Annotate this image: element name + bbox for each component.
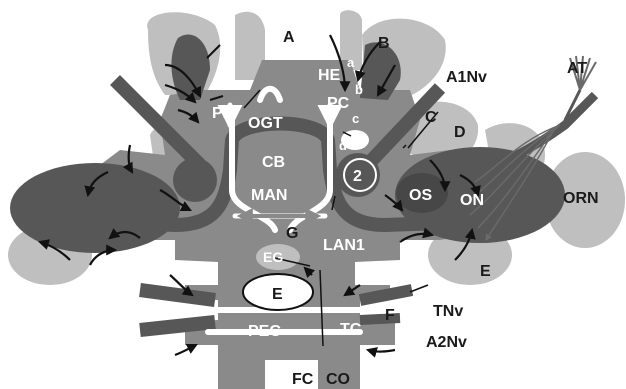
label-pb: PB xyxy=(212,105,234,122)
label-g: G xyxy=(286,225,298,242)
label-e-right: E xyxy=(480,263,491,280)
label-os: OS xyxy=(409,187,432,204)
label-a-region: A xyxy=(283,29,295,46)
label-orn: ORN xyxy=(563,190,599,207)
label-lan1: LAN1 xyxy=(323,237,365,254)
nerve-tracts xyxy=(99,75,471,337)
label-d-small: d xyxy=(339,138,347,153)
label-cb: CB xyxy=(262,154,285,171)
label-e-center: E xyxy=(272,286,283,303)
small-shapes xyxy=(206,44,377,311)
label-co: CO xyxy=(326,371,350,388)
flow-arrows xyxy=(37,34,481,358)
label-pc: PC xyxy=(327,95,350,112)
label-eg: EG xyxy=(263,249,283,265)
label-b-small: b xyxy=(355,82,363,97)
label-2: 2 xyxy=(353,168,362,185)
label-pec: PEC xyxy=(248,323,281,340)
label-b-region: B xyxy=(378,35,390,52)
label-he: HE xyxy=(318,67,341,84)
os-glomerulus xyxy=(396,173,448,213)
antennal-nerve xyxy=(468,55,599,240)
leader-lines xyxy=(243,89,439,347)
label-at: AT xyxy=(567,60,587,77)
label-fc: FC xyxy=(292,371,314,388)
label-tc: TC xyxy=(340,321,362,338)
label-on: ON xyxy=(460,192,484,209)
label-d-region: D xyxy=(454,124,466,141)
label-a2nv: A2Nv xyxy=(426,334,467,351)
label-c-small: c xyxy=(352,111,359,126)
label-a1nv: A1Nv xyxy=(446,69,487,86)
label-tnv: TNv xyxy=(433,303,463,320)
label-a-small: a xyxy=(347,55,355,70)
labels: A B HE a PC b c d PB OGT CB MAN 2 OS ON … xyxy=(212,29,599,388)
label-man: MAN xyxy=(251,187,287,204)
label-ogt: OGT xyxy=(248,115,283,132)
label-f: F xyxy=(385,307,395,324)
label-c-region: C xyxy=(425,109,437,126)
